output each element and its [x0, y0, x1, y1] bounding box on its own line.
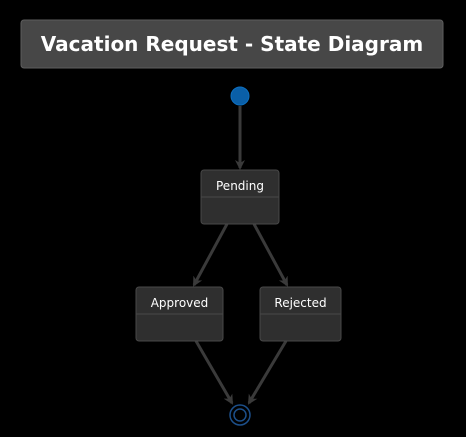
transitions [192, 106, 289, 405]
diagram-title: Vacation Request - State Diagram [20, 19, 444, 69]
transition-pending-to-approved [192, 223, 229, 287]
initial-state-node[interactable] [230, 86, 250, 106]
title-text: Vacation Request - State Diagram [41, 32, 423, 56]
transition-pending-to-rejected [252, 223, 289, 287]
state-rejected[interactable]: Rejected [259, 286, 342, 342]
state-rejected-label: Rejected [274, 296, 326, 310]
final-state-inner-ring [233, 408, 247, 422]
state-pending-label: Pending [216, 179, 264, 193]
title-box [20, 19, 444, 69]
transition-approved-to-end [194, 340, 234, 405]
state-approved[interactable]: Approved [135, 286, 224, 342]
transition-rejected-to-end [247, 340, 288, 405]
state-pending[interactable]: Pending [200, 169, 280, 225]
final-state-node[interactable] [229, 404, 251, 426]
state-approved-label: Approved [151, 296, 209, 310]
final-state-outer-ring [229, 404, 251, 426]
